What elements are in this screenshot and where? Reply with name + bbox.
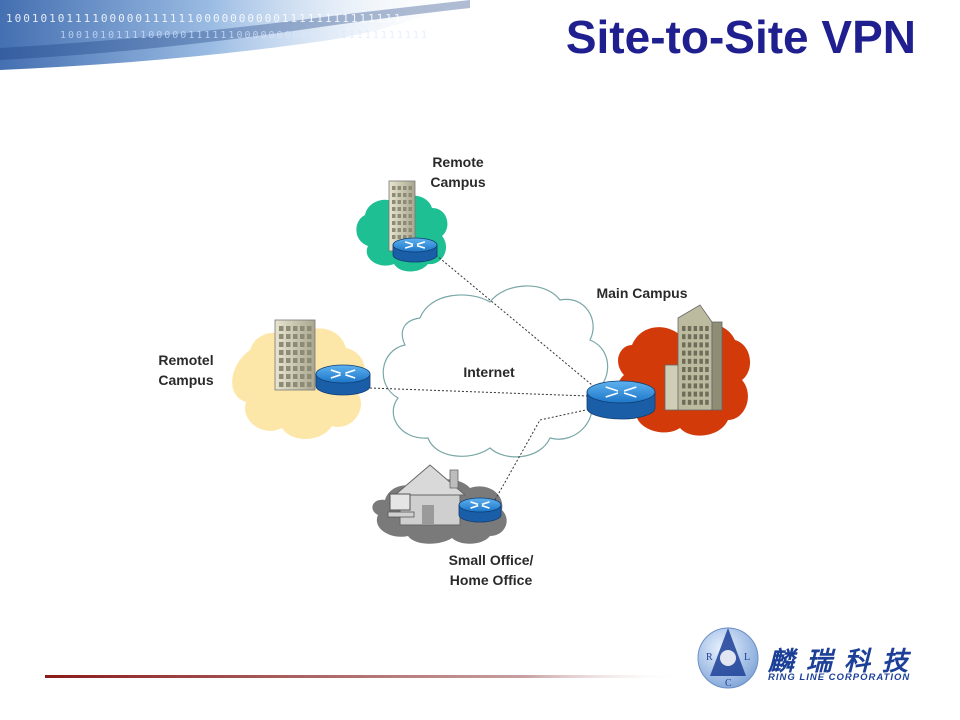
company-name-english: RING LINE CORPORATION	[768, 672, 911, 683]
computer-icon	[389, 493, 411, 511]
company-name-chinese: 麟瑞科技	[768, 647, 921, 677]
soho-house	[387, 464, 467, 526]
router-main-campus	[586, 380, 656, 420]
main-campus-building	[664, 304, 723, 411]
logo-letter-r: R	[706, 652, 713, 663]
banner-binary-text: 1001010111100000111111000000000011111111…	[6, 12, 403, 25]
router-soho	[458, 497, 502, 523]
label-soho: Small Office/ Home Office	[448, 552, 534, 588]
label-remote-campus-top: Remote Campus	[430, 154, 486, 190]
label-main-campus: Main Campus	[596, 285, 688, 301]
tunnel-soho	[494, 419, 541, 501]
vpn-tunnels	[369, 249, 596, 501]
tunnel-remote-left	[369, 387, 589, 397]
label-remote-campus-left: Remotel Campus	[158, 352, 214, 388]
svg-text:100101011110000011111100000000: 1001010111100000111111000000000011111111…	[60, 30, 429, 41]
company-logo-mark: R L C	[697, 627, 759, 689]
logo-letter-c: C	[725, 678, 732, 689]
internet-cloud	[382, 285, 609, 458]
header-banner: 1001010111100000111111000000000011111111…	[0, 0, 470, 70]
tunnel-remote-top	[429, 249, 593, 386]
slide-title: Site-to-Site VPN	[565, 11, 916, 63]
label-internet: Internet	[463, 364, 515, 380]
footer-line	[45, 675, 685, 678]
router-remote-left	[315, 364, 371, 396]
router-remote-top	[392, 237, 438, 263]
remote-campus-left-building	[274, 319, 316, 391]
logo-letter-l: L	[744, 652, 750, 663]
